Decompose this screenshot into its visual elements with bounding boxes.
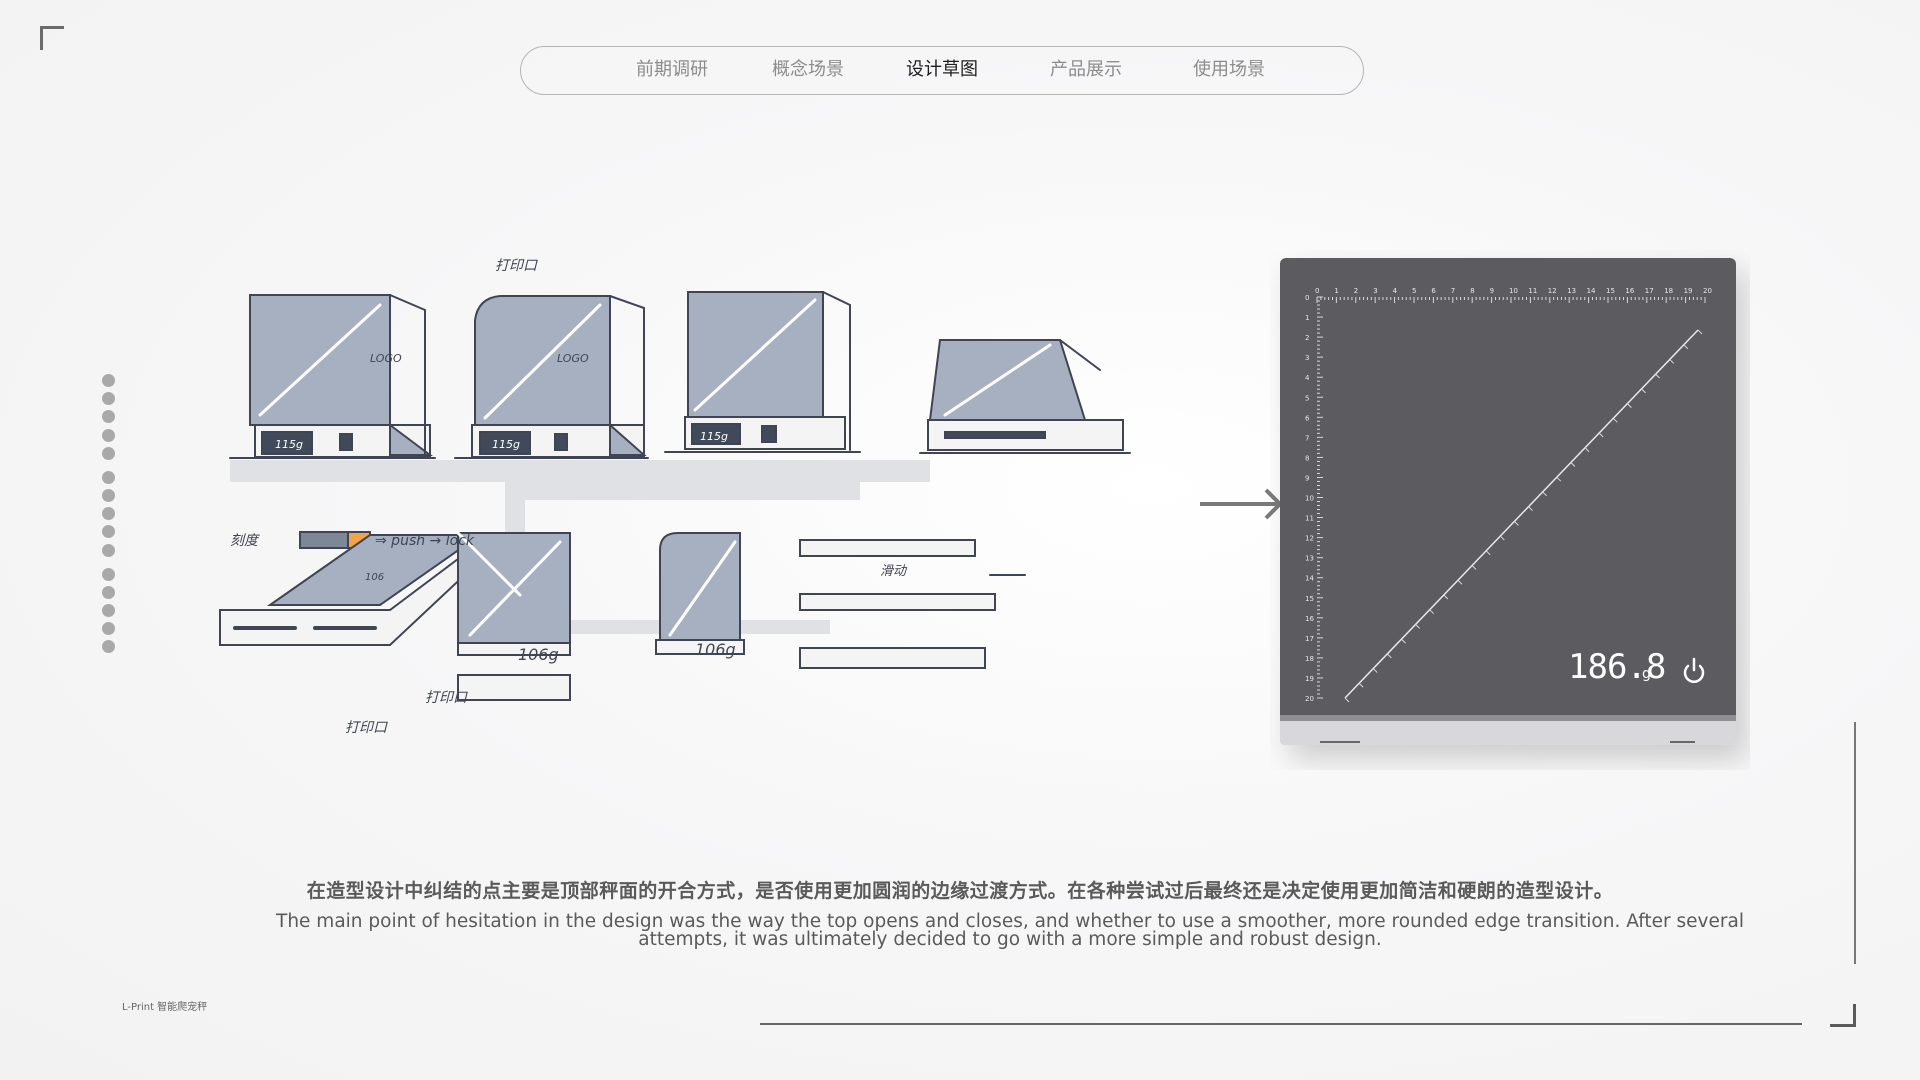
ruler-left-label: 10 [1305,495,1314,503]
ruler-top-label: 18 [1664,287,1673,295]
logo-a: LOGO [370,352,402,365]
ruler-left-label: 20 [1305,695,1314,703]
display-unit: g [1642,666,1651,682]
nav-item-sketches[interactable]: 设计草图 [906,59,978,80]
ruler-left-label: 7 [1305,434,1309,442]
ruler-left-label: 14 [1305,575,1314,583]
ruler-left-label: 13 [1305,555,1314,563]
ruler-top-label: 16 [1625,287,1634,295]
ruler-top-label: 19 [1684,287,1693,295]
description-chinese: 在造型设计中纠结的点主要是顶部秤面的开合方式，是否使用更加圆润的边缘过渡方式。在… [306,880,1614,902]
weight-106-a: 106 [365,572,384,583]
ruler-top-label: 5 [1412,287,1416,295]
ruler-top-label: 20 [1703,287,1712,295]
description-english: The main point of hesitation in the desi… [276,911,1744,950]
ruler-top-label: 7 [1451,287,1455,295]
page-indicator-dots [102,374,118,658]
display-value: 186.8 [1568,647,1665,687]
weight-106-b: 106g [518,645,559,664]
ruler-left-label: 12 [1305,535,1314,543]
power-icon[interactable] [1683,657,1705,683]
nav-item-research[interactable]: 前期调研 [636,59,708,80]
ruler-top-label: 6 [1431,287,1436,295]
ruler-top-label: 9 [1490,287,1494,295]
weight-115-c: 115g [700,430,728,443]
ruler-left-label: 8 [1305,454,1309,462]
ruler-top-label: 2 [1354,287,1358,295]
ruler-left-label: 2 [1305,334,1309,342]
ruler-left-label: 0 [1305,294,1309,302]
annotation-push-lock: ⇒ push → lock [375,533,475,549]
ruler-top-label: 8 [1470,287,1474,295]
weight-115-a: 115g [275,438,303,451]
design-sketches: 打印口 刻度 ⇒ push → lock 115g 115g 115g LOGO… [219,258,1131,736]
annotation-scale: 刻度 [230,533,260,549]
ruler-left-label: 18 [1305,655,1314,663]
frame-horizontal-line [760,1023,1802,1025]
section-nav: 前期调研 概念场景 设计草图 产品展示 使用场景 [520,46,1364,95]
annotation-print-port-b: 打印口 [425,690,468,706]
corner-frame-top-left [40,26,64,50]
ruler-top-label: 15 [1606,287,1615,295]
ruler-top-label: 4 [1393,287,1398,295]
ruler-top-label: 3 [1373,287,1377,295]
ruler-left-label: 5 [1305,394,1309,402]
ruler-top-label: 0 [1315,287,1319,295]
annotation-print-port-c: 打印口 [345,720,388,736]
ruler-left-label: 6 [1305,414,1310,422]
ruler-left-label: 11 [1305,515,1314,523]
ruler-top-label: 10 [1509,287,1518,295]
annotation-slide: 滑动 [880,564,908,579]
corner-frame-bottom-right [1830,1004,1856,1027]
ruler-top-label: 14 [1587,287,1596,295]
ruler-top-label: 17 [1645,287,1654,295]
logo-b: LOGO [557,352,589,365]
annotation-print-port-top: 打印口 [495,258,538,274]
frame-vertical-line [1854,722,1856,964]
ruler-top-label: 13 [1567,287,1576,295]
nav-item-usage[interactable]: 使用场景 [1193,59,1265,80]
ruler-left-label: 19 [1305,675,1314,683]
weight-115-b: 115g [492,438,520,451]
nav-item-showcase[interactable]: 产品展示 [1050,59,1122,80]
ruler-top-label: 12 [1548,287,1557,295]
ruler-left-label: 16 [1305,615,1314,623]
ruler-left-label: 9 [1305,474,1309,482]
ruler-left-label: 1 [1305,314,1309,322]
ruler-top-label: 11 [1528,287,1537,295]
nav-item-concept[interactable]: 概念场景 [772,59,844,80]
brand-footer: L-Print 智能爬宠秤 [122,1002,208,1013]
ruler-left-label: 15 [1305,595,1314,603]
ruler-left-label: 4 [1305,374,1310,382]
weight-106-c: 106g [695,640,736,659]
ruler-left-label: 17 [1305,635,1314,643]
ruler-top-label: 1 [1334,287,1338,295]
ruler-left-label: 3 [1305,354,1309,362]
